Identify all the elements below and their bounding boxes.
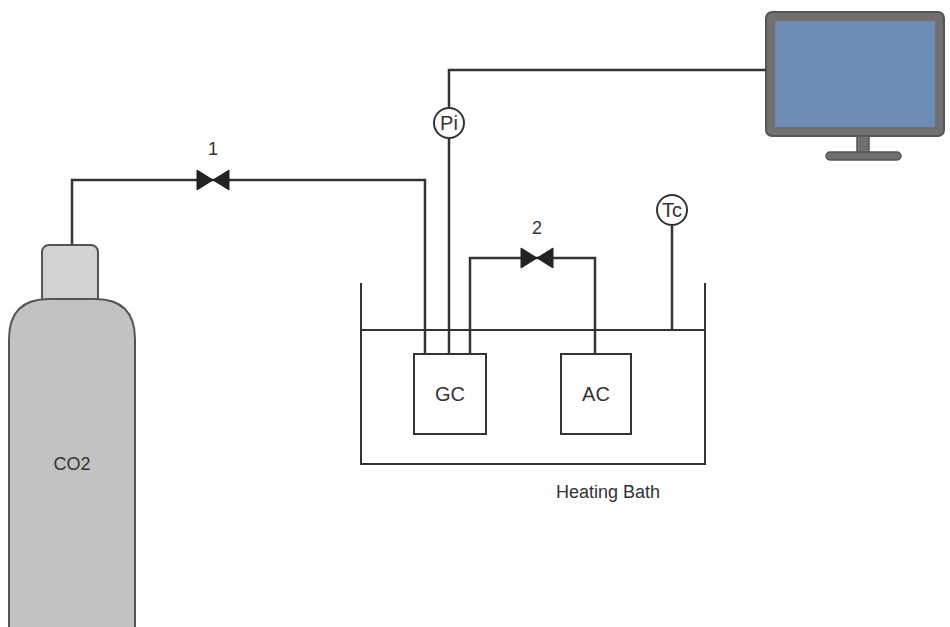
cylinder-outline [8,245,136,627]
monitor-frame [766,12,944,136]
pipe-line [671,226,674,330]
monitor-screen [775,21,935,127]
computer-monitor [766,12,944,160]
instrument-ring [657,195,687,225]
gas-cell: GC [413,353,487,435]
node-label: Pi [440,112,458,134]
valve-half [213,170,229,190]
bath-outline [360,283,706,465]
signal-wire [449,70,766,107]
monitor-base [826,152,901,160]
node-label: Tc [662,199,682,221]
temperature-controller: Tc [656,194,688,226]
heating-bath: Heating BathGCAC [360,283,706,465]
pressure-indicator: Pi [433,107,465,139]
valve-symbol [521,248,553,268]
node-label: Heating Bath [556,483,660,503]
pipe-line [448,139,451,353]
node-label: CO2 [8,455,136,475]
callout-number: 1 [208,140,218,160]
valve-half [537,248,553,268]
node-label: AC [582,383,610,405]
gas-cylinder: CO2 [8,245,136,627]
instrument-ring [434,108,464,138]
bath-walls [361,283,705,464]
node-label: GC [435,383,465,405]
valve-half [197,170,213,190]
adsorption-cell: AC [560,353,632,435]
valve-half [521,248,537,268]
pipe-line [470,258,595,353]
cylinder-body [9,299,135,627]
callout-number: 2 [532,219,542,239]
valve-symbol [197,170,229,190]
water-level [361,329,705,331]
